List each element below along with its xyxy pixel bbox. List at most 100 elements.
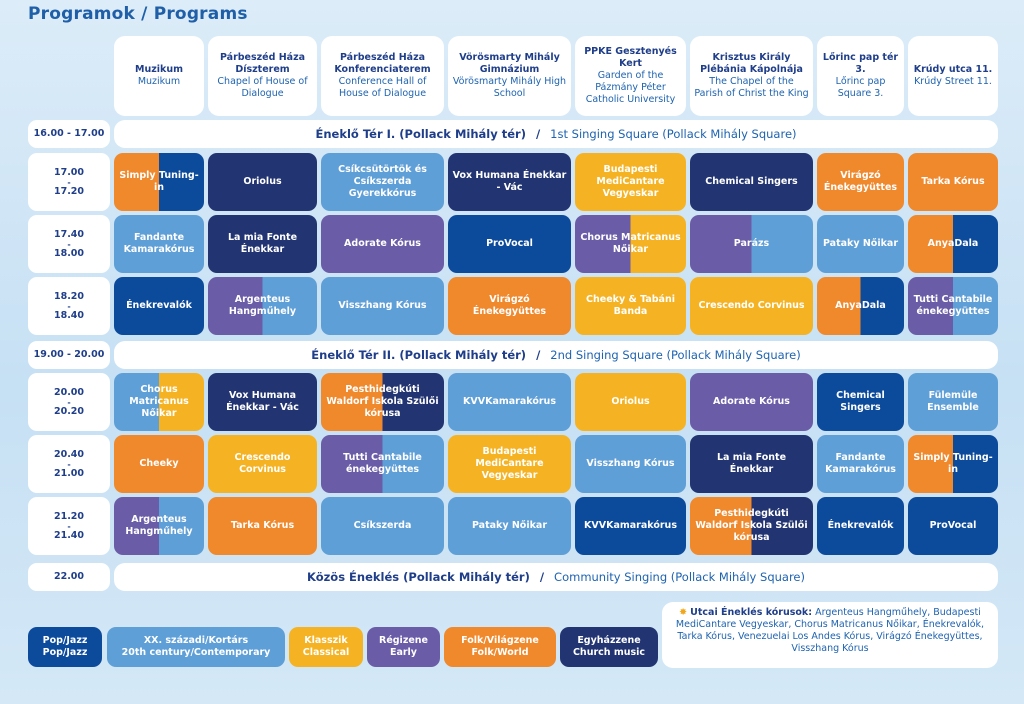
performance-cell: Fandante Kamarakórus bbox=[114, 215, 204, 273]
slot-end: 21.00 bbox=[53, 467, 85, 479]
legend-label-hu: Régizene bbox=[379, 635, 428, 646]
venue-name-en: The Chapel of the Parish of Christ the K… bbox=[694, 76, 809, 99]
legend-label-en: Early bbox=[389, 647, 418, 658]
slot-end: 20.20 bbox=[53, 405, 85, 417]
banner-time: 19.00 - 20.00 bbox=[28, 341, 110, 369]
performance-cell: Crescendo Corvinus bbox=[690, 277, 813, 335]
slot-dash: - bbox=[67, 177, 71, 187]
choir-name: Simply Tuning-in bbox=[119, 170, 199, 193]
choir-name: Chemical Singers bbox=[836, 390, 885, 413]
slot-time: 17.40-18.00 bbox=[28, 215, 110, 273]
legend-label-en: Church music bbox=[572, 647, 646, 658]
performance-cell: Virágzó Énekegyüttes bbox=[817, 153, 904, 211]
banner-title-hu: Közös Éneklés (Pollack Mihály tér) bbox=[307, 570, 530, 584]
choir-name: Fülemüle Ensemble bbox=[927, 390, 979, 413]
performance-cell: AnyaDala bbox=[908, 215, 998, 273]
choir-name: Vox Humana Énekkar - Vác bbox=[452, 170, 567, 193]
performance-cell: KVVKamarakórus bbox=[448, 373, 571, 431]
choir-name: Argenteus Hangműhely bbox=[125, 514, 193, 537]
choir-name: Virágzó Énekegyüttes bbox=[823, 170, 898, 193]
performance-cell: Fülemüle Ensemble bbox=[908, 373, 998, 431]
street-singing-choirs: Argenteus Hangműhely, Budapesti MediCant… bbox=[675, 607, 985, 654]
venue-name-en: Chapel of House of Dialogue bbox=[217, 76, 308, 99]
slot-start: 18.20 bbox=[53, 290, 85, 302]
performance-cell: Pataky Nőikar bbox=[448, 497, 571, 555]
performance-cell: AnyaDala bbox=[817, 277, 904, 335]
legend-label-hu: Folk/Világzene bbox=[461, 635, 539, 646]
street-singing-heading: Utcai Éneklés kórusok: bbox=[690, 607, 813, 618]
slot-start: 17.40 bbox=[53, 228, 85, 240]
choir-name: Pataky Nőikar bbox=[471, 520, 548, 531]
legend-label-hu: Egyházzene bbox=[577, 635, 641, 646]
performance-cell: Oriolus bbox=[575, 373, 686, 431]
venue-name-en: Krúdy Street 11. bbox=[914, 76, 992, 87]
slot-start: 21.20 bbox=[53, 510, 85, 522]
performance-cell: Oriolus bbox=[208, 153, 317, 211]
legend-label-en: Pop/Jazz bbox=[42, 647, 88, 658]
choir-name: Chorus Matricanus Nőikar bbox=[129, 384, 189, 419]
slot-dash: - bbox=[67, 521, 71, 531]
banner-separator: / bbox=[536, 348, 541, 362]
choir-name: AnyaDala bbox=[927, 238, 979, 249]
venue-header: Lőrinc pap tér 3.Lőrinc pap Square 3. bbox=[817, 36, 904, 116]
singing-square-banner: Éneklő Tér II. (Pollack Mihály tér)/2nd … bbox=[114, 341, 998, 369]
banner-separator: / bbox=[535, 127, 541, 141]
venue-name-en: Conference Hall of House of Dialogue bbox=[338, 76, 427, 99]
performance-cell: Virágzó Énekegyüttes bbox=[448, 277, 571, 335]
choir-name: Pataky Nőikar bbox=[822, 238, 899, 249]
singing-square-banner: Éneklő Tér I. (Pollack Mihály tér)/1st S… bbox=[114, 120, 998, 148]
performance-cell: Simply Tuning-in bbox=[114, 153, 204, 211]
performance-cell: ProVocal bbox=[908, 497, 998, 555]
choir-name: Chorus Matricanus Nőikar bbox=[580, 232, 681, 255]
performance-cell: La mia Fonte Énekkar bbox=[690, 435, 813, 493]
choir-name: Énekrevalók bbox=[126, 300, 192, 311]
slot-start: 20.40 bbox=[53, 448, 85, 460]
performance-cell: Tarka Kórus bbox=[208, 497, 317, 555]
performance-cell: Pesthidegkúti Waldorf Iskola Szülői kóru… bbox=[321, 373, 444, 431]
performance-cell: Chorus Matricanus Nőikar bbox=[114, 373, 204, 431]
performance-cell: Adorate Kórus bbox=[321, 215, 444, 273]
venue-name-hu: Párbeszéd Háza Díszterem bbox=[219, 52, 306, 75]
performance-cell: Adorate Kórus bbox=[690, 373, 813, 431]
slot-time: 20.00-20.20 bbox=[28, 373, 110, 431]
choir-name: Visszhang Kórus bbox=[338, 300, 427, 311]
legend-label-en: Folk/World bbox=[471, 647, 529, 658]
choir-name: Adorate Kórus bbox=[344, 238, 421, 249]
choir-name: Cheeky bbox=[139, 458, 179, 469]
choir-name: Tarka Kórus bbox=[230, 520, 295, 531]
venue-name-hu: Lőrinc pap tér 3. bbox=[822, 52, 899, 75]
choir-name: Pesthidegkúti Waldorf Iskola Szülői kóru… bbox=[695, 508, 808, 543]
venue-name-en: Garden of the Pázmány Péter Catholic Uni… bbox=[585, 70, 676, 105]
banner-time: 16.00 - 17.00 bbox=[28, 120, 110, 148]
choir-name: KVVKamarakórus bbox=[584, 520, 677, 531]
choir-name: Fandante Kamarakórus bbox=[123, 232, 195, 255]
banner-separator: / bbox=[539, 570, 545, 584]
slot-end: 17.20 bbox=[53, 185, 85, 197]
choir-name: Visszhang Kórus bbox=[586, 458, 675, 469]
choir-name: Crescendo Corvinus bbox=[234, 452, 291, 475]
choir-name: La mia Fonte Énekkar bbox=[227, 232, 298, 255]
venue-name-en: Muzikum bbox=[137, 76, 181, 87]
choir-name: Budapesti MediCantare Vegyeskar bbox=[475, 446, 544, 481]
choir-name: Oriolus bbox=[243, 176, 282, 187]
choir-name: Tutti Cantabile énekegyüttes bbox=[343, 452, 422, 475]
choir-name: Fandante Kamarakórus bbox=[825, 452, 896, 475]
sun-icon: ✸ bbox=[679, 607, 688, 618]
choir-name: Csíkszerda bbox=[353, 520, 412, 531]
performance-cell: Chemical Singers bbox=[690, 153, 813, 211]
performance-cell: Simply Tuning-in bbox=[908, 435, 998, 493]
slot-start: 20.00 bbox=[53, 386, 85, 398]
choir-name: Budapesti MediCantare Vegyeskar bbox=[596, 164, 665, 199]
performance-cell: La mia Fonte Énekkar bbox=[208, 215, 317, 273]
page-title: Programok / Programs bbox=[28, 4, 248, 24]
choir-name: Simply Tuning-in bbox=[913, 452, 993, 475]
performance-cell: Tutti Cantabile énekegyüttes bbox=[321, 435, 444, 493]
legend-label-hu: Klasszik bbox=[304, 635, 348, 646]
